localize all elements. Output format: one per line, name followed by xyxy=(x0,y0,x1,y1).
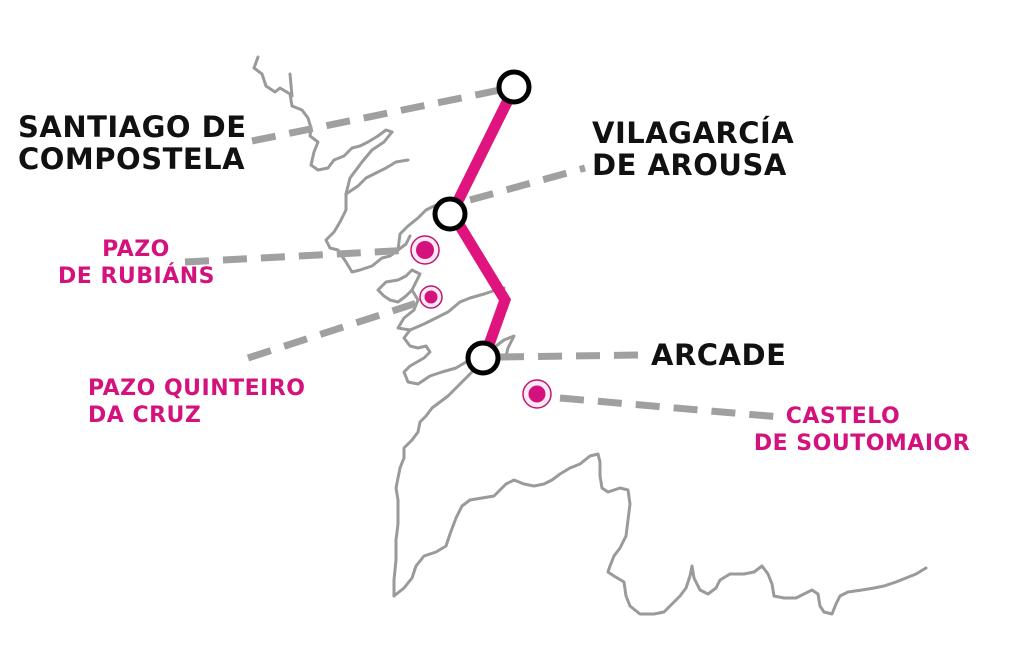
label-rubians-line1: PAZO xyxy=(102,237,170,262)
label-santiago-line1: SANTIAGO DE xyxy=(18,110,247,144)
leader-arcade xyxy=(499,351,641,361)
station-vilagarcia-icon[interactable] xyxy=(432,196,468,232)
label-vilagarcia-line1: VILAGARCÍA xyxy=(592,116,795,150)
label-santiago-line2: COMPOSTELA xyxy=(18,141,246,176)
label-santiago: SANTIAGO DE COMPOSTELA xyxy=(18,110,247,176)
leader-quinteiro xyxy=(246,298,422,362)
poi-marker-soutomaior-icon[interactable] xyxy=(522,379,552,409)
leader-lines xyxy=(184,86,781,421)
label-vilagarcia: VILAGARCÍA DE AROUSA xyxy=(592,116,795,182)
station-arcade-icon[interactable] xyxy=(465,340,501,376)
coastline xyxy=(252,55,928,616)
label-arcade-line1: ARCADE xyxy=(651,338,787,372)
leader-vilagarcia xyxy=(469,164,586,204)
label-rubians-line2: DE RUBIÁNS xyxy=(58,263,215,289)
label-soutomaior-line1: CASTELO xyxy=(785,404,901,429)
label-rubians: PAZO DE RUBIÁNS xyxy=(58,237,215,291)
label-vilagarcia-line2: DE AROUSA xyxy=(592,147,787,182)
station-santiago-icon[interactable] xyxy=(496,69,532,105)
poi-marker-rubians-icon[interactable] xyxy=(410,235,440,265)
poi-marker-quinteiro-icon[interactable] xyxy=(419,285,443,309)
label-soutomaior: CASTELO DE SOUTOMAIOR xyxy=(746,404,978,458)
label-soutomaior-line2: DE SOUTOMAIOR xyxy=(753,430,971,456)
stations xyxy=(432,69,532,376)
label-quinteiro-line2: DA CRUZ xyxy=(88,402,202,428)
poi-markers xyxy=(410,235,552,409)
route-line xyxy=(445,85,519,355)
label-arcade: ARCADE xyxy=(651,338,787,372)
label-quinteiro-line1: PAZO QUINTEIRO xyxy=(88,376,306,401)
label-quinteiro: PAZO QUINTEIRO DA CRUZ xyxy=(88,376,305,430)
leader-santiago xyxy=(251,86,501,145)
